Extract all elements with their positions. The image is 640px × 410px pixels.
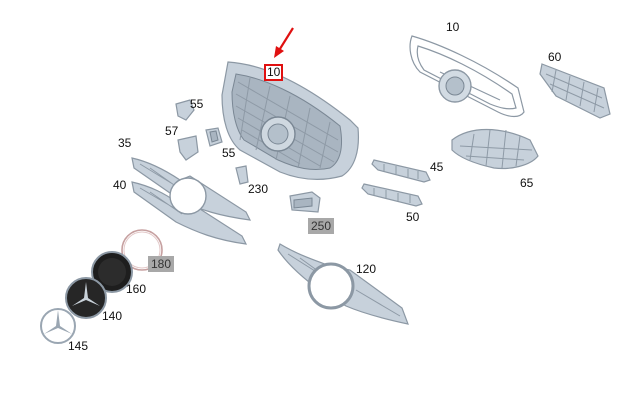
- ring-180[interactable]: [121, 229, 163, 271]
- grille-frame[interactable]: [409, 35, 525, 118]
- emblem-star-140[interactable]: [65, 277, 107, 319]
- label-louver-40[interactable]: 40: [113, 178, 127, 192]
- label-emblem-disc-160[interactable]: 160: [126, 282, 147, 296]
- clip-57[interactable]: [177, 135, 199, 161]
- clip-55-mid[interactable]: [205, 127, 223, 147]
- label-emblem-star-140[interactable]: 140: [102, 309, 123, 323]
- label-main-grille[interactable]: 10: [264, 64, 284, 81]
- clip-55-top[interactable]: [175, 99, 195, 121]
- label-bracket-45[interactable]: 45: [430, 160, 444, 174]
- pointer-arrow: [274, 27, 294, 58]
- louver-40[interactable]: [131, 177, 248, 245]
- bracket-50[interactable]: [361, 183, 423, 207]
- label-clip-55-top[interactable]: 55: [190, 97, 204, 111]
- label-ring-180[interactable]: 180: [148, 256, 175, 272]
- sensor-250[interactable]: [289, 191, 321, 213]
- label-louver-35[interactable]: 35: [118, 136, 132, 150]
- label-grille-frame[interactable]: 10: [446, 20, 460, 34]
- label-emblem-star-145[interactable]: 145: [68, 339, 89, 353]
- bracket-45[interactable]: [371, 159, 431, 183]
- emblem-disc-160[interactable]: [91, 251, 133, 293]
- mesh-insert-65[interactable]: [451, 128, 539, 170]
- part-230[interactable]: [235, 165, 249, 185]
- label-mesh-insert-60[interactable]: 60: [548, 50, 562, 64]
- trim-120[interactable]: [277, 243, 409, 325]
- label-clip-57[interactable]: 57: [165, 124, 179, 138]
- label-sensor-250[interactable]: 250: [308, 218, 335, 234]
- label-trim-120[interactable]: 120: [356, 262, 377, 276]
- main-grille[interactable]: [221, 61, 360, 181]
- label-part-230[interactable]: 230: [248, 182, 269, 196]
- label-mesh-insert-65[interactable]: 65: [520, 176, 534, 190]
- label-bracket-50[interactable]: 50: [406, 210, 420, 224]
- emblem-star-145[interactable]: [40, 308, 76, 344]
- label-clip-55-mid[interactable]: 55: [222, 146, 236, 160]
- mesh-insert-60[interactable]: [539, 63, 611, 119]
